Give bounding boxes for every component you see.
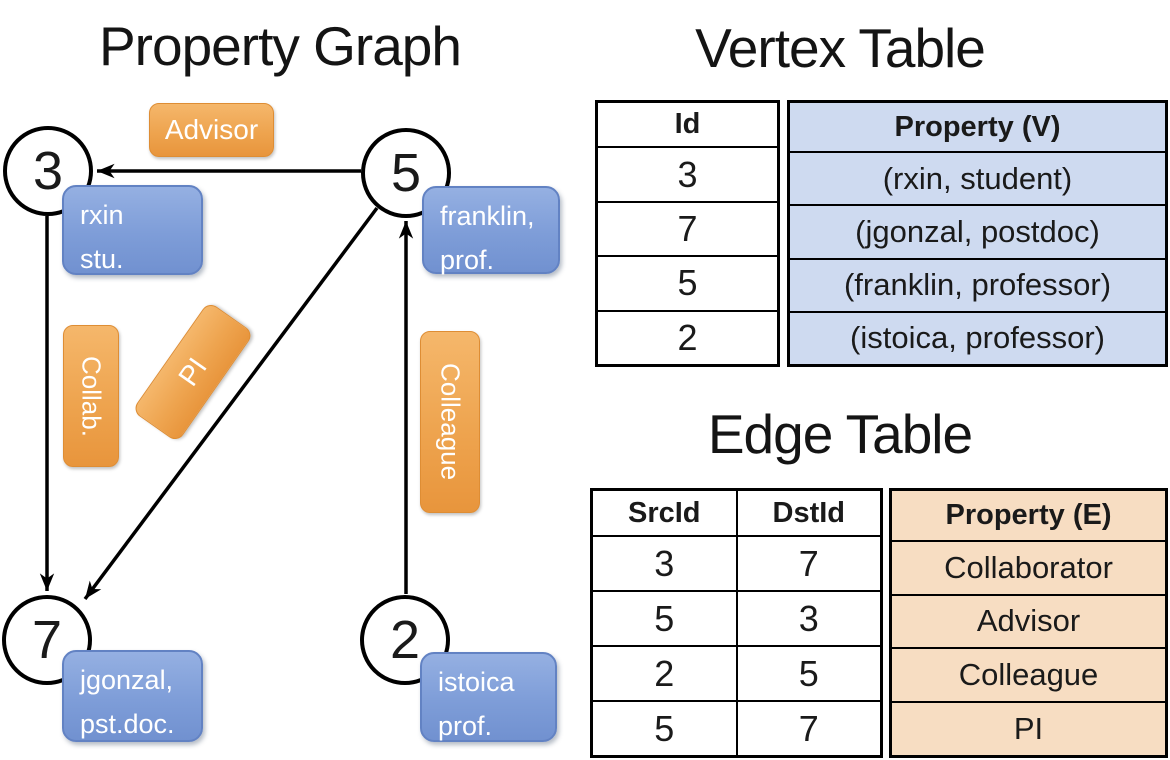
edge-property-cell: Advisor (892, 593, 1165, 648)
vertex-id-cell: 2 (598, 309, 777, 364)
edge-dstid-cell: 5 (737, 645, 880, 700)
edge-table-srcid-column: SrcId 3 5 2 5 (593, 491, 736, 755)
vertex-property-cell: (istoica, professor) (790, 310, 1165, 365)
vertex-id-cell: 5 (598, 255, 777, 309)
node-id-label: 3 (32, 141, 64, 201)
property-line: prof. (438, 711, 493, 741)
graph-node-2: 2 (360, 595, 450, 685)
property-line: rxin (80, 200, 124, 230)
edge-label-advisor: Advisor (149, 103, 274, 157)
edge-srcid-cell: 5 (593, 590, 736, 645)
property-line: stu. (80, 244, 124, 274)
edge-table-dstid-column: DstId 7 3 5 7 (735, 491, 880, 755)
edge-dstid-cell: 7 (737, 700, 880, 755)
vertex-table-property-column: Property (V) (rxin, student) (jgonzal, p… (787, 100, 1168, 367)
node-property-box-istoica: istoica prof. (420, 652, 557, 742)
property-line: jgonzal, (80, 665, 174, 695)
property-line: pst.doc. (80, 709, 175, 739)
edge-property-cell: Collaborator (892, 539, 1165, 594)
column-header-srcid: SrcId (627, 496, 701, 529)
property-line: franklin, (440, 201, 535, 231)
node-property-box-jgonzal: jgonzal, pst.doc. (62, 650, 203, 742)
column-header-dstid: DstId (772, 496, 846, 529)
edge-dstid-cell: 7 (737, 535, 880, 590)
edge-dstid-cell: 3 (737, 590, 880, 645)
graph-edges-svg (39, 163, 414, 601)
vertex-property-cell: (franklin, professor) (790, 257, 1165, 311)
vertex-table-title: Vertex Table (695, 17, 986, 79)
column-header-property-v: Property (V) (790, 103, 1165, 152)
vertex-id-cell: 7 (598, 200, 777, 255)
node-property-box-rxin: rxin stu. (62, 185, 203, 275)
edge-label-collab: Collab. (63, 325, 119, 467)
node-property-box-franklin: franklin, prof. (422, 186, 560, 275)
edge-property-cell: Colleague (892, 647, 1165, 702)
edge-srcid-cell: 5 (593, 700, 736, 755)
node-id-label: 5 (390, 143, 422, 203)
edge-table-property-column: Property (E) Collaborator Advisor Collea… (889, 488, 1168, 758)
column-header-property-e: Property (E) (892, 491, 1165, 540)
node-id-label: 2 (389, 610, 421, 670)
vertex-property-cell: (rxin, student) (790, 151, 1165, 205)
edge-table-id-columns: SrcId 3 5 2 5 DstId 7 3 5 7 (590, 488, 883, 758)
edge-label-colleague: Colleague (420, 331, 480, 513)
vertex-table-id-column: Id 3 7 5 2 (595, 100, 780, 367)
node-id-label: 7 (31, 610, 63, 670)
edge-table-title: Edge Table (707, 403, 973, 465)
property-line: prof. (440, 245, 495, 275)
property-graph-title: Property Graph (98, 15, 462, 77)
edge-line-5-to-7 (83, 206, 379, 601)
vertex-property-cell: (jgonzal, postdoc) (790, 204, 1165, 258)
edge-srcid-cell: 2 (593, 645, 736, 700)
edge-property-cell: PI (892, 701, 1165, 755)
graph-node-5: 5 (361, 128, 451, 218)
vertex-id-cell: 3 (598, 146, 777, 200)
edge-srcid-cell: 3 (593, 535, 736, 590)
column-header-id: Id (674, 108, 701, 141)
property-line: istoica (438, 667, 515, 697)
